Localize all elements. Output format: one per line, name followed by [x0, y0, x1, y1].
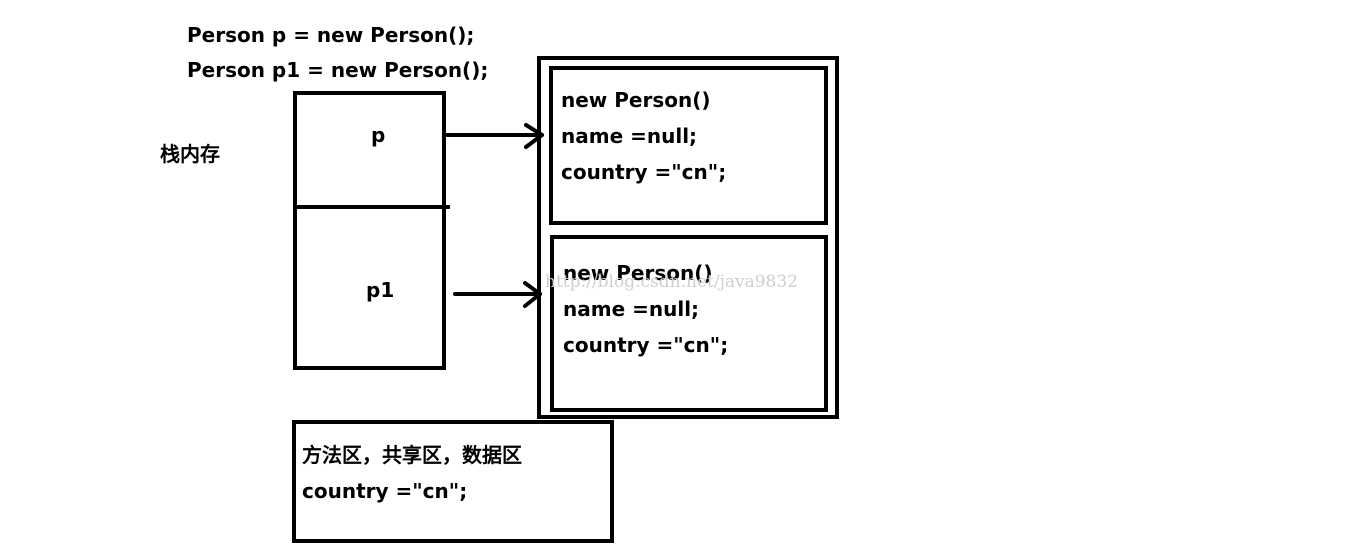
arrow-p1-head: [523, 281, 542, 308]
arrow-p-head: [524, 123, 544, 149]
stack-memory-label: 栈内存: [160, 142, 220, 166]
watermark: http://blog.csdn.net/java9832: [545, 272, 798, 292]
stack-box: [293, 91, 446, 370]
heap-object-2-line-1: new Person(): [563, 261, 713, 285]
heap-object-2-line-2: name =null;: [563, 297, 700, 321]
heap-object-1: [549, 66, 828, 225]
code-line-1: Person p = new Person();: [187, 23, 475, 47]
stack-var-p: p: [371, 123, 386, 147]
heap-object-1-line-2: name =null;: [561, 124, 698, 148]
code-line-2: Person p1 = new Person();: [187, 58, 489, 82]
stack-var-p1: p1: [366, 278, 395, 302]
heap-object-2-line-3: country ="cn";: [563, 333, 729, 357]
method-area-line-2: country ="cn";: [302, 479, 468, 503]
heap-object-1-line-3: country ="cn";: [561, 160, 727, 184]
stack-divider: [293, 205, 450, 209]
method-area-box: [292, 420, 614, 543]
heap-outer-box: [537, 56, 839, 419]
heap-object-1-line-1: new Person(): [561, 88, 711, 112]
method-area-title: 方法区，共享区，数据区: [302, 443, 522, 467]
heap-object-2: [550, 235, 828, 412]
